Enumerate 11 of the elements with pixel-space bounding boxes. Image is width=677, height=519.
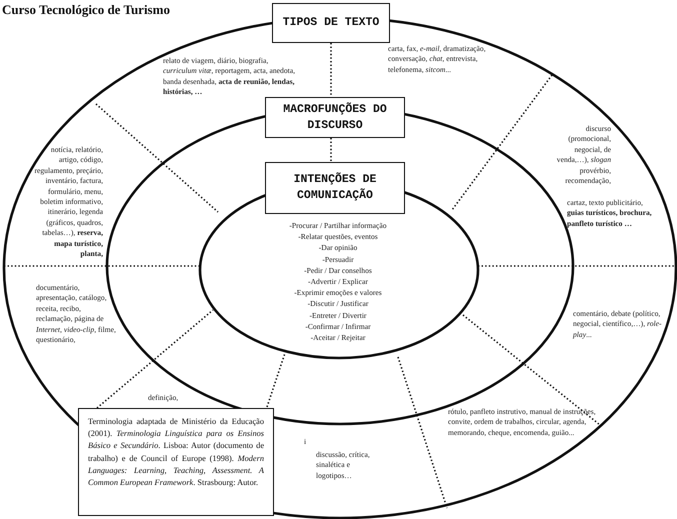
reference-box bbox=[78, 408, 274, 516]
page-title: Curso Tecnológico de Turismo bbox=[2, 2, 170, 18]
heading-box bbox=[272, 3, 390, 43]
heading-text: INTENÇÕES DE COMUNICAÇÃO bbox=[292, 172, 378, 204]
heading-box bbox=[265, 97, 405, 138]
dotted-connector bbox=[330, 138, 332, 162]
heading-box bbox=[265, 162, 405, 214]
reference-text: Terminologia adaptada de Ministério da Educação (2001). Terminologia Linguística para os Ensinos Básico e Secundário. Lisboa: Autor (documento de trabalho) e de Council of Europe (1998). Modern Languages: Learning, Teaching, Assessment. A Common European Framework. Strasbourg: Autor. bbox=[88, 416, 264, 490]
heading-text: MACROFUNÇÕES DO DISCURSO bbox=[282, 102, 388, 134]
dotted-connector bbox=[330, 43, 332, 97]
heading-text: TIPOS DE TEXTO bbox=[282, 15, 380, 31]
